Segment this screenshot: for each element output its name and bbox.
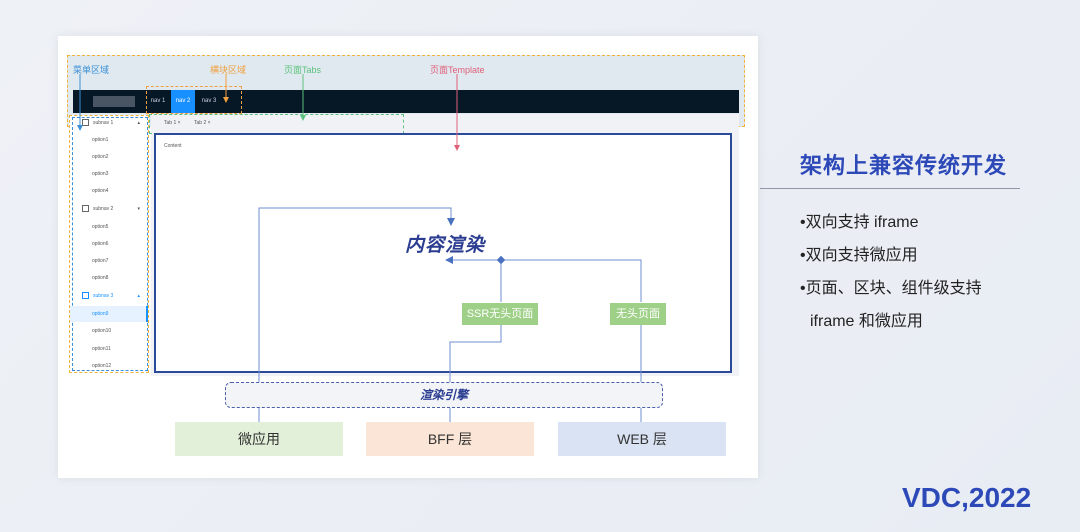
menu-subnav-3[interactable]: subnav 3 ▴: [70, 288, 148, 304]
annotation-nav-region: 横块区域: [210, 65, 247, 75]
headless-box: 无头页面: [610, 303, 666, 325]
menu-option-selected[interactable]: option9: [70, 306, 148, 322]
bell-icon: [82, 292, 89, 300]
menu-option[interactable]: option2: [92, 154, 109, 160]
ssr-headless-box: SSR无头页面: [462, 303, 538, 325]
menu-option[interactable]: option12: [92, 363, 112, 369]
render-engine-box: 渲染引擎: [225, 382, 663, 408]
menu-option[interactable]: option4: [92, 188, 109, 194]
mock-nav-item-1[interactable]: nav 1: [150, 98, 166, 104]
menu-subnav-label: subnav 3: [93, 293, 114, 299]
menu-option[interactable]: option6: [92, 241, 109, 247]
menu-subnav-1[interactable]: subnav 1 ▴: [70, 115, 148, 131]
laptop-icon: [82, 205, 89, 213]
user-icon: [82, 119, 89, 127]
panel-title: 架构上兼容传统开发: [800, 153, 1008, 178]
menu-subnav-label: subnav 1: [93, 120, 114, 126]
mock-tab-1[interactable]: Tab 1 ×: [164, 120, 181, 126]
chevron-up-icon: ▴: [137, 120, 140, 126]
bullet-item: •页面、区块、组件级支持: [800, 280, 982, 297]
chevron-down-icon: ▾: [137, 206, 140, 212]
bullet-item: •双向支持 iframe: [800, 214, 919, 231]
mock-top-nav: nav 1 nav 2 nav 3: [73, 90, 739, 113]
mock-nav-item-2[interactable]: nav 2: [171, 90, 195, 113]
bullet-item: iframe 和微应用: [810, 313, 923, 330]
menu-option[interactable]: option7: [92, 258, 109, 264]
layer-micro-app: 微应用: [175, 422, 343, 456]
menu-subnav-label: subnav 2: [93, 206, 114, 212]
mock-nav-item-3[interactable]: nav 3: [201, 98, 217, 104]
content-template-box: [154, 133, 732, 373]
menu-option[interactable]: option8: [92, 275, 109, 281]
bullet-item: •双向支持微应用: [800, 247, 918, 264]
annotation-menu-region: 菜单区域: [73, 65, 110, 75]
brand-logo: VDC,2022: [902, 482, 1032, 513]
mock-logo: [93, 96, 135, 107]
layer-bff: BFF 层: [366, 422, 534, 456]
menu-option[interactable]: option5: [92, 224, 109, 230]
menu-option[interactable]: option10: [92, 328, 112, 334]
render-content-title: 内容渲染: [405, 235, 486, 256]
mock-tab-2[interactable]: Tab 2 ×: [194, 120, 211, 126]
menu-option[interactable]: option3: [92, 171, 109, 177]
menu-option[interactable]: option11: [92, 346, 111, 352]
nav-region-outline: [146, 86, 242, 114]
mock-content-label: Content: [164, 143, 182, 149]
panel-divider: [760, 188, 1020, 189]
menu-subnav-2[interactable]: subnav 2 ▾: [70, 201, 148, 217]
menu-option[interactable]: option1: [92, 137, 109, 143]
annotation-page-tabs: 页面Tabs: [284, 65, 322, 75]
layer-web: WEB 层: [558, 422, 726, 456]
annotation-page-template: 页面Template: [430, 65, 485, 75]
menu-region-outline: [72, 117, 148, 371]
chevron-up-icon: ▴: [137, 293, 140, 299]
mock-sidebar: [69, 115, 149, 373]
